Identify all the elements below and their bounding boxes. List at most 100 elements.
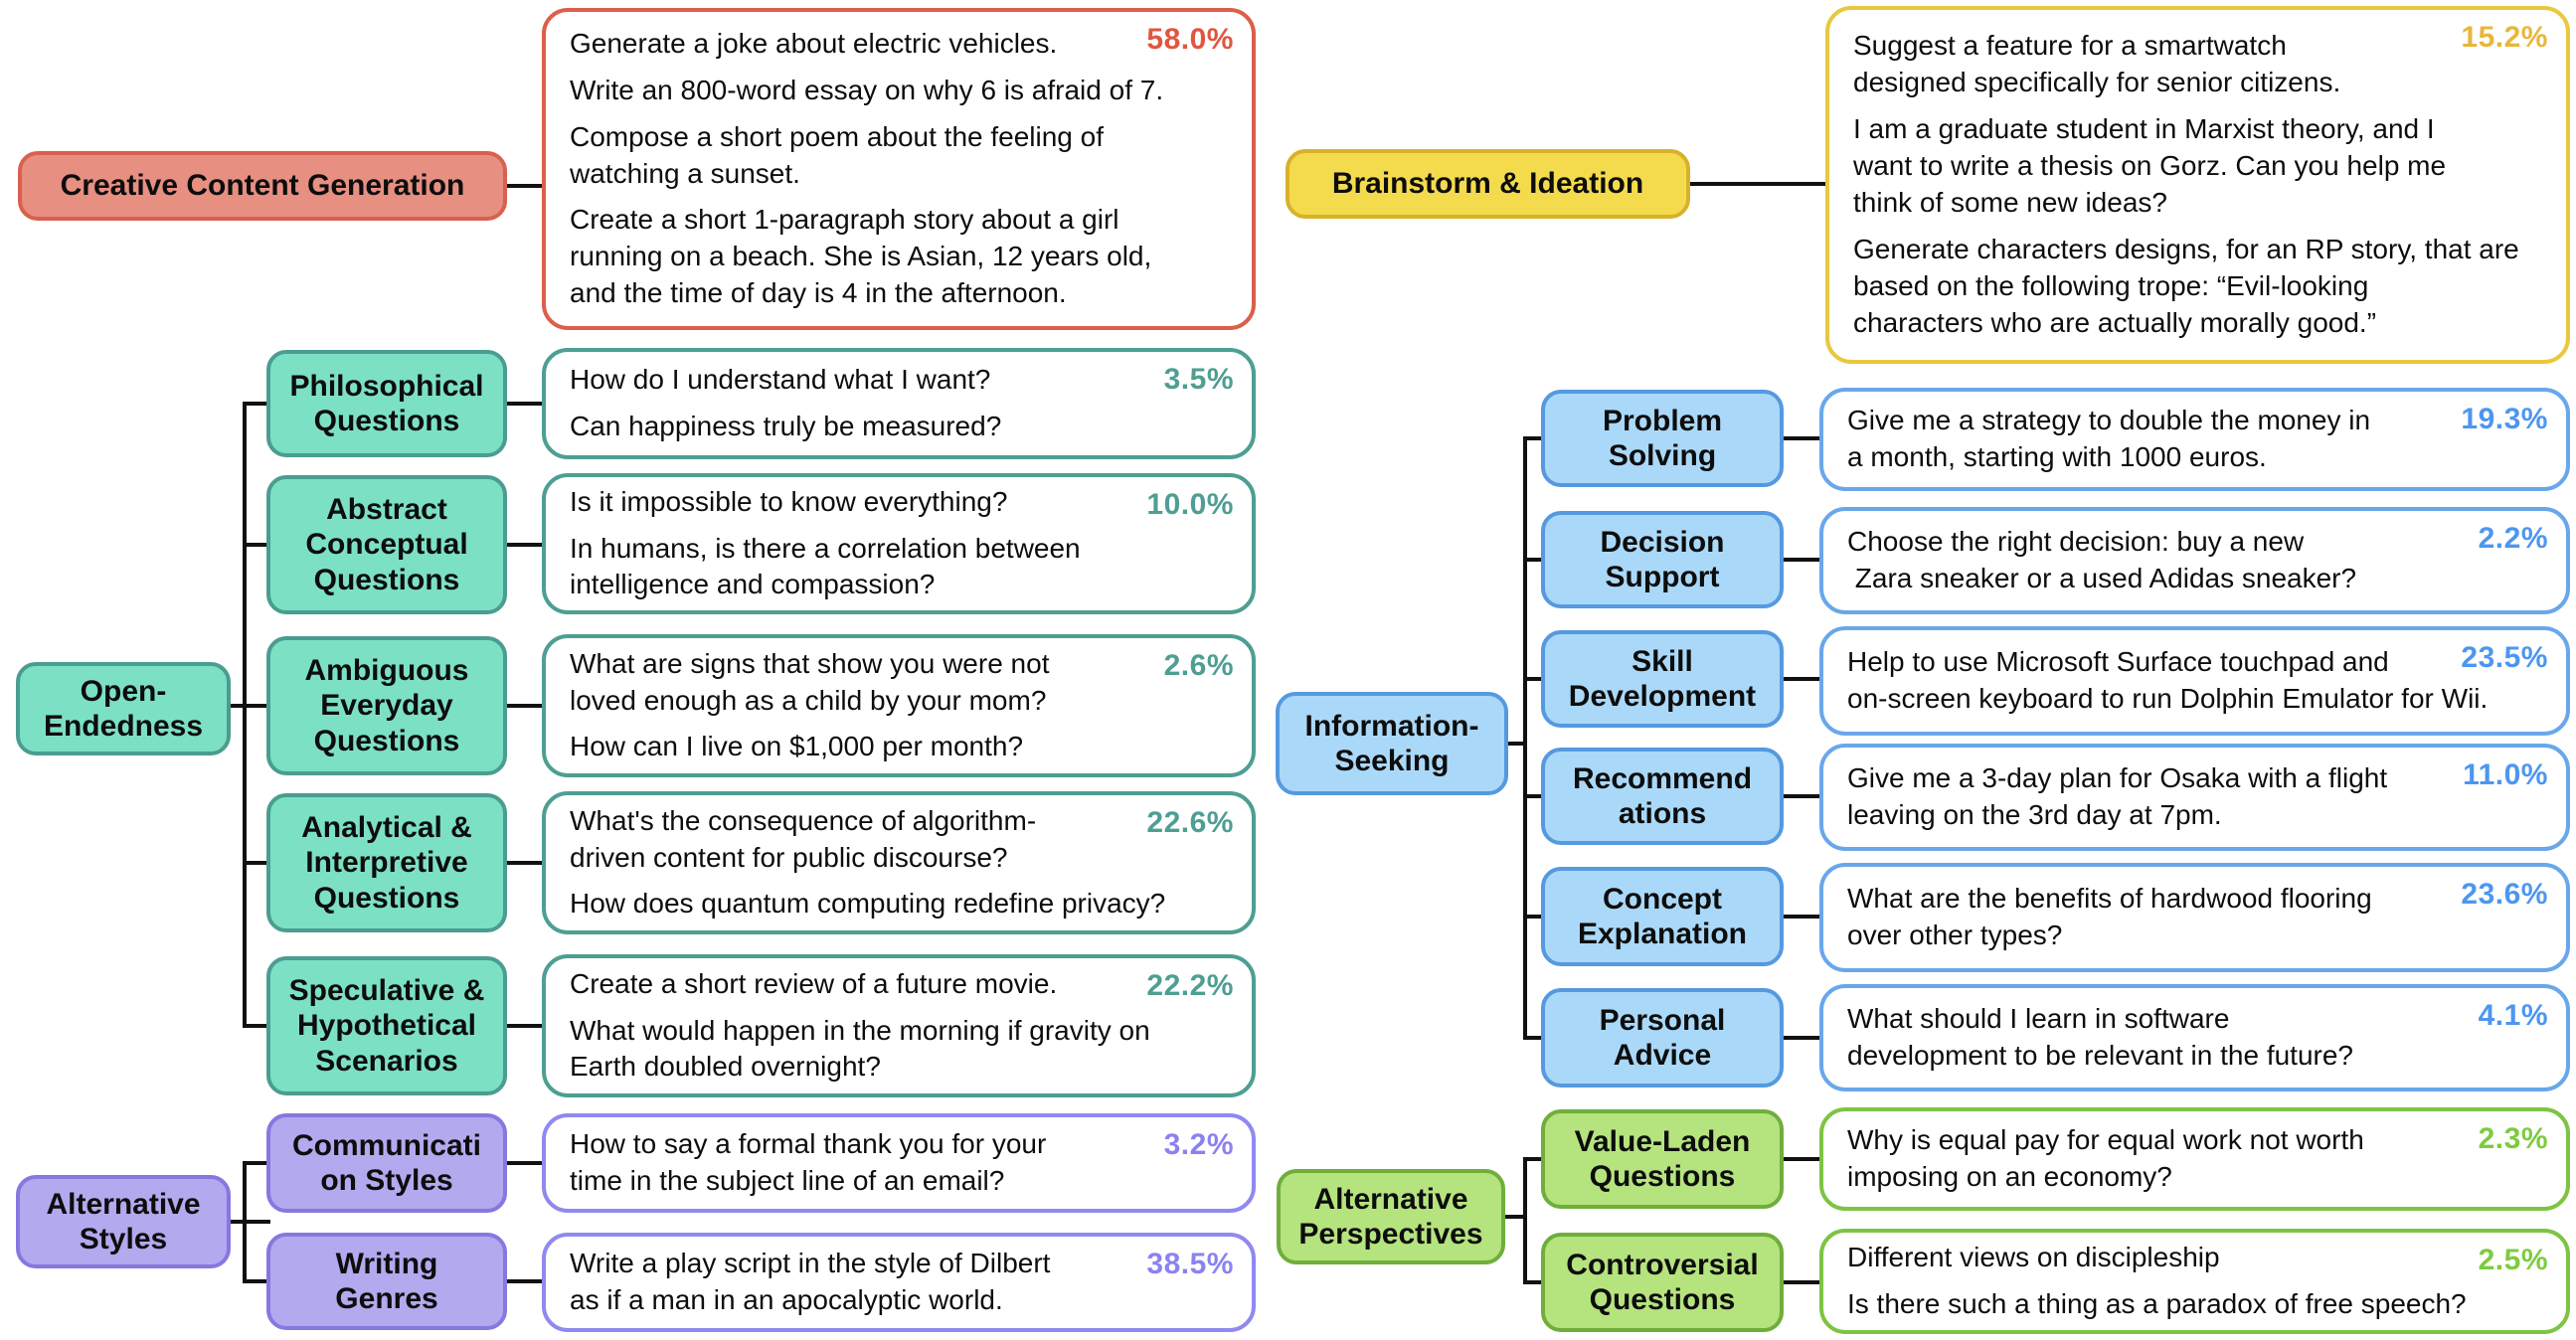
percentage-badge: 2.3%: [2478, 1122, 2548, 1155]
example-box-creative-content-generation: Generate a joke about electric vehicles.…: [542, 8, 1256, 330]
percentage-badge: 15.2%: [2461, 21, 2548, 54]
percentage-badge: 11.0%: [2463, 758, 2548, 791]
connector-line: [505, 1161, 545, 1165]
example-box-abstract-conceptual-questions: Is it impossible to know everything? In …: [542, 473, 1256, 614]
category-node-decision-support: Decision Support: [1541, 511, 1784, 608]
connector-line: [243, 1161, 270, 1165]
prompt-text: Suggest a feature for a smartwatch desig…: [1853, 30, 2341, 98]
example-box-communication-styles: How to say a formal thank you for your t…: [542, 1113, 1256, 1213]
prompt-text: Is it impossible to know everything?: [570, 485, 1008, 517]
prompt-text: Create a short 1-paragraph story about a…: [570, 204, 1152, 309]
prompt-text: How can I live on $1,000 per month?: [570, 731, 1024, 762]
connector-line: [505, 184, 545, 188]
connector-line: [243, 543, 270, 547]
prompt-text: Choose the right decision: buy a new Zar…: [1847, 526, 2357, 593]
category-node-problem-solving: Problem Solving: [1541, 390, 1784, 487]
prompt-text: Generate characters designs, for an RP s…: [1853, 233, 2519, 338]
example-box-writing-genres: Write a play script in the style of Dilb…: [542, 1233, 1256, 1332]
percentage-badge: 2.2%: [2478, 522, 2548, 555]
connector-line: [1503, 742, 1527, 746]
connector-line: [1523, 436, 1545, 440]
prompt-text: Compose a short poem about the feeling o…: [570, 120, 1105, 189]
connector-line: [1523, 915, 1545, 919]
example-box-concept-explanation: What are the benefits of hardwood floori…: [1819, 863, 2570, 972]
connector-line: [1523, 677, 1545, 681]
prompt-text: Give me a strategy to double the money i…: [1847, 405, 2371, 472]
prompt-text: Write a play script in the style of Dilb…: [570, 1248, 1051, 1315]
category-node-concept-explanation: Concept Explanation: [1541, 867, 1784, 966]
category-node-abstract-conceptual-questions: Abstract Conceptual Questions: [266, 475, 507, 614]
category-node-analytical-interpretive-questions: Analytical & Interpretive Questions: [266, 793, 507, 932]
category-node-information-seeking: Information- Seeking: [1276, 692, 1508, 795]
percentage-badge: 19.3%: [2461, 403, 2548, 435]
connector-line: [1501, 1215, 1527, 1219]
category-node-personal-advice: Personal Advice: [1541, 988, 1784, 1088]
connector-line: [505, 543, 545, 547]
category-node-creative-content-generation: Creative Content Generation: [18, 151, 507, 221]
prompt-text: Different views on discipleship: [1847, 1242, 2220, 1273]
connector-line: [1782, 677, 1821, 681]
prompt-text: Create a short review of a future movie.: [570, 967, 1058, 999]
connector-line: [1523, 1280, 1545, 1284]
connector-line: [1523, 1036, 1545, 1040]
prompt-text: Help to use Microsoft Surface touchpad a…: [1847, 646, 2489, 714]
example-box-controversial-questions: Different views on discipleship Is there…: [1819, 1229, 2570, 1334]
prompt-text: What's the consequence of algorithm- dri…: [570, 804, 1037, 873]
example-box-value-laden-questions: Why is equal pay for equal work not wort…: [1819, 1107, 2570, 1211]
prompt-text: In humans, is there a correlation betwee…: [570, 532, 1081, 600]
category-node-communication-styles: Communicati on Styles: [266, 1113, 507, 1213]
prompt-text: Give me a 3-day plan for Osaka with a fl…: [1847, 762, 2388, 830]
example-box-speculative-hypothetical-scenarios: Create a short review of a future movie.…: [542, 954, 1256, 1097]
prompt-text: How do I understand what I want?: [570, 364, 991, 396]
connector-line: [243, 402, 270, 406]
connector-line: [1782, 1280, 1821, 1284]
example-box-brainstorm-ideation: Suggest a feature for a smartwatch desig…: [1825, 6, 2570, 364]
connector-line: [229, 1220, 270, 1224]
category-node-open-endedness: Open- Endedness: [16, 662, 231, 755]
percentage-badge: 3.5%: [1163, 363, 1234, 396]
connector-line: [229, 704, 270, 708]
example-box-ambiguous-everyday-questions: What are signs that show you were not lo…: [542, 634, 1256, 777]
prompt-text: Why is equal pay for equal work not wort…: [1847, 1124, 2364, 1192]
connector-line: [505, 704, 545, 708]
connector-line: [505, 1279, 545, 1283]
connector-line: [1782, 794, 1821, 798]
prompt-text: Can happiness truly be measured?: [570, 411, 1002, 441]
connector-line: [505, 861, 545, 865]
connector-line: [1523, 558, 1545, 562]
prompt-text: What would happen in the morning if grav…: [570, 1014, 1150, 1083]
category-node-brainstorm-ideation: Brainstorm & Ideation: [1286, 149, 1690, 219]
connector-line: [243, 1279, 270, 1283]
connector-line: [1688, 182, 1827, 186]
connector-line: [1523, 436, 1527, 1040]
connector-line: [505, 402, 545, 406]
percentage-badge: 58.0%: [1146, 23, 1234, 56]
category-node-alternative-perspectives: Alternative Perspectives: [1277, 1169, 1505, 1264]
example-box-skill-development: Help to use Microsoft Surface touchpad a…: [1819, 626, 2570, 736]
example-box-recommendations: Give me a 3-day plan for Osaka with a fl…: [1819, 744, 2570, 851]
category-node-recommendations: Recommend ations: [1541, 748, 1784, 845]
category-node-alternative-styles: Alternative Styles: [16, 1175, 231, 1268]
connector-line: [1523, 1157, 1545, 1161]
prompt-text: I am a graduate student in Marxist theor…: [1853, 113, 2447, 218]
prompt-text: What are signs that show you were not lo…: [570, 647, 1050, 716]
percentage-badge: 38.5%: [1146, 1248, 1234, 1280]
prompt-text: What are the benefits of hardwood floori…: [1847, 883, 2372, 950]
prompt-text: How to say a formal thank you for your t…: [570, 1128, 1047, 1196]
connector-line: [243, 402, 247, 1028]
connector-line: [1782, 1157, 1821, 1161]
percentage-badge: 23.6%: [2461, 878, 2548, 911]
category-node-controversial-questions: Controversial Questions: [1541, 1233, 1784, 1332]
category-node-ambiguous-everyday-questions: Ambiguous Everyday Questions: [266, 636, 507, 775]
percentage-badge: 2.5%: [2478, 1244, 2548, 1276]
percentage-badge: 22.6%: [1146, 806, 1234, 839]
example-box-philosophical-questions: How do I understand what I want? Can hap…: [542, 348, 1256, 459]
example-box-problem-solving: Give me a strategy to double the money i…: [1819, 388, 2570, 491]
percentage-badge: 10.0%: [1146, 488, 1234, 521]
category-node-writing-genres: Writing Genres: [266, 1233, 507, 1330]
connector-line: [1523, 794, 1545, 798]
category-node-speculative-hypothetical-scenarios: Speculative & Hypothetical Scenarios: [266, 956, 507, 1095]
category-node-value-laden-questions: Value-Laden Questions: [1541, 1109, 1784, 1209]
percentage-badge: 23.5%: [2461, 641, 2548, 674]
